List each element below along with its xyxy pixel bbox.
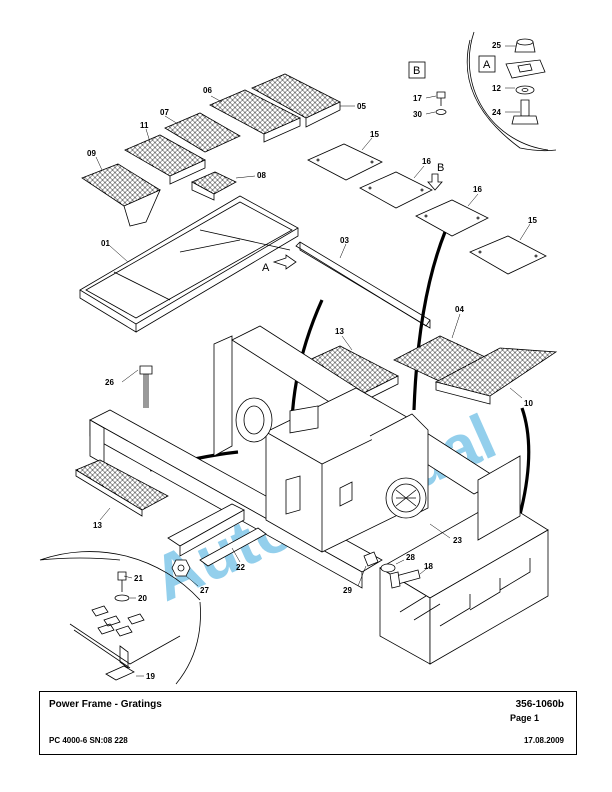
detail-a-view: A 25 12 24 bbox=[466, 31, 557, 152]
angle-bar-03: 03 A bbox=[262, 236, 431, 329]
callout-30: 30 bbox=[413, 110, 422, 119]
view-a-box bbox=[478, 55, 496, 73]
callout-05: 05 bbox=[357, 102, 366, 111]
view-b-arrow-label: B bbox=[437, 162, 444, 174]
callout-24: 24 bbox=[492, 108, 501, 117]
callout-18: 18 bbox=[424, 562, 433, 571]
title-block: Power Frame - Gratings 356-1060b Page 1 … bbox=[39, 691, 577, 755]
callout-09: 09 bbox=[87, 149, 96, 158]
callout-25: 25 bbox=[492, 41, 501, 50]
callout-20: 20 bbox=[138, 594, 147, 603]
drawing-date: 17.08.2009 bbox=[523, 736, 564, 745]
callout-03: 03 bbox=[340, 236, 349, 245]
callout-10: 10 bbox=[524, 399, 533, 408]
callout-16-lower: 16 bbox=[473, 185, 482, 194]
callout-17: 17 bbox=[413, 94, 422, 103]
detail-b-view: B 17 30 bbox=[408, 61, 447, 119]
callout-07: 07 bbox=[160, 108, 169, 117]
exploded-parts-diagram: AutoManual A 25 12 24 B 17 30 bbox=[39, 31, 558, 685]
bracket-22: 22 27 bbox=[167, 503, 267, 595]
svg-text:A: A bbox=[483, 59, 491, 71]
detail-bottom-left: 21 20 19 bbox=[39, 551, 201, 685]
callout-04: 04 bbox=[455, 305, 464, 314]
callout-26: 26 bbox=[105, 378, 114, 387]
callout-23: 23 bbox=[453, 536, 462, 545]
view-b-box bbox=[408, 61, 426, 79]
machine-serial: PC 4000-6 SN:08 228 bbox=[49, 736, 128, 745]
fasteners-right: 23 28 29 18 bbox=[343, 523, 462, 595]
callout-21: 21 bbox=[134, 574, 143, 583]
support-frame-01: 01 bbox=[79, 195, 299, 333]
drawing-title: Power Frame - Gratings bbox=[49, 699, 162, 710]
callout-11: 11 bbox=[140, 121, 149, 130]
left-grating-13: 13 bbox=[75, 459, 169, 530]
view-a-arrow-label: A bbox=[262, 262, 270, 274]
engine-block bbox=[235, 387, 429, 553]
callout-16-upper: 16 bbox=[422, 157, 431, 166]
callout-01: 01 bbox=[101, 239, 110, 248]
callout-15-upper: 15 bbox=[370, 130, 379, 139]
callout-27: 27 bbox=[200, 586, 209, 595]
callout-08: 08 bbox=[257, 171, 266, 180]
power-frame bbox=[89, 325, 549, 665]
callout-13-upper: 13 bbox=[335, 327, 344, 336]
callout-13-lower: 13 bbox=[93, 521, 102, 530]
callout-29: 29 bbox=[343, 586, 352, 595]
callout-22: 22 bbox=[236, 563, 245, 572]
svg-text:B: B bbox=[413, 65, 420, 77]
document-number: 356-1060b bbox=[515, 699, 564, 710]
middle-gratings: 13 04 10 bbox=[295, 305, 558, 408]
callout-28: 28 bbox=[406, 553, 415, 562]
callout-15-lower: 15 bbox=[528, 216, 537, 225]
callout-12: 12 bbox=[492, 84, 501, 93]
callout-19: 19 bbox=[146, 672, 155, 681]
upper-gratings: 06 07 11 09 05 08 bbox=[81, 73, 366, 227]
cover-plates: 15 16 16 15 B bbox=[307, 130, 547, 275]
page-number: Page 1 bbox=[510, 713, 540, 723]
callout-06: 06 bbox=[203, 86, 212, 95]
bolt-26: 26 bbox=[105, 365, 153, 408]
